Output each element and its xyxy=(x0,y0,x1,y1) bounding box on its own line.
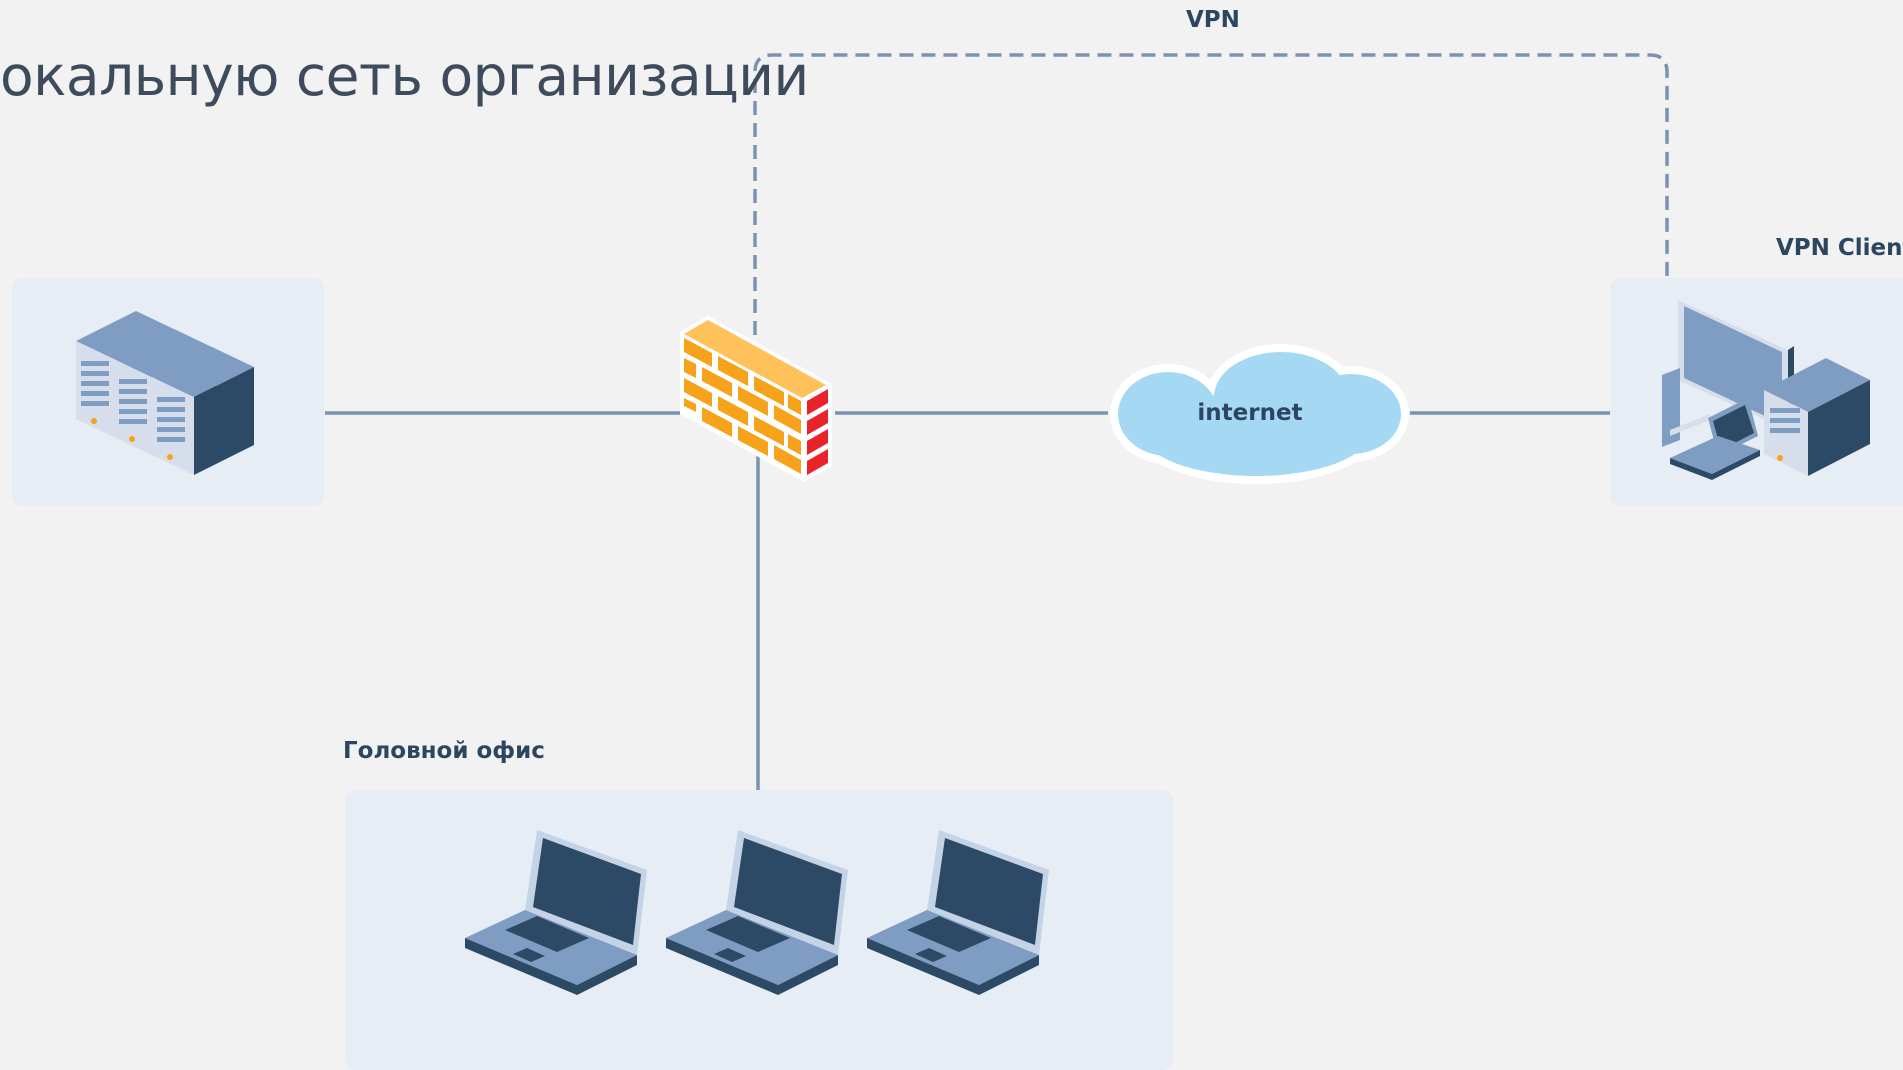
laptop-icon xyxy=(465,830,647,995)
server-rack-icon xyxy=(152,347,254,475)
cloud-icon xyxy=(1110,344,1409,484)
laptop-icon xyxy=(666,830,848,995)
vpn-client xyxy=(1662,300,1870,480)
page-title: окальную сеть организации xyxy=(0,44,809,108)
vpn-client-label: VPN Client xyxy=(1776,235,1903,261)
firewall-icon xyxy=(680,316,832,482)
server-cluster xyxy=(76,311,254,475)
vpn-label: VPN xyxy=(1186,7,1240,33)
workstation-icon xyxy=(1662,300,1870,480)
head-office-label: Головной офис xyxy=(343,738,545,764)
internet-label: internet xyxy=(1197,400,1303,426)
internet xyxy=(1110,344,1409,484)
link-vpn-tunnel xyxy=(753,53,1669,335)
firewall xyxy=(680,316,832,482)
head-office-laptops xyxy=(465,830,1049,995)
laptop-icon xyxy=(867,830,1049,995)
